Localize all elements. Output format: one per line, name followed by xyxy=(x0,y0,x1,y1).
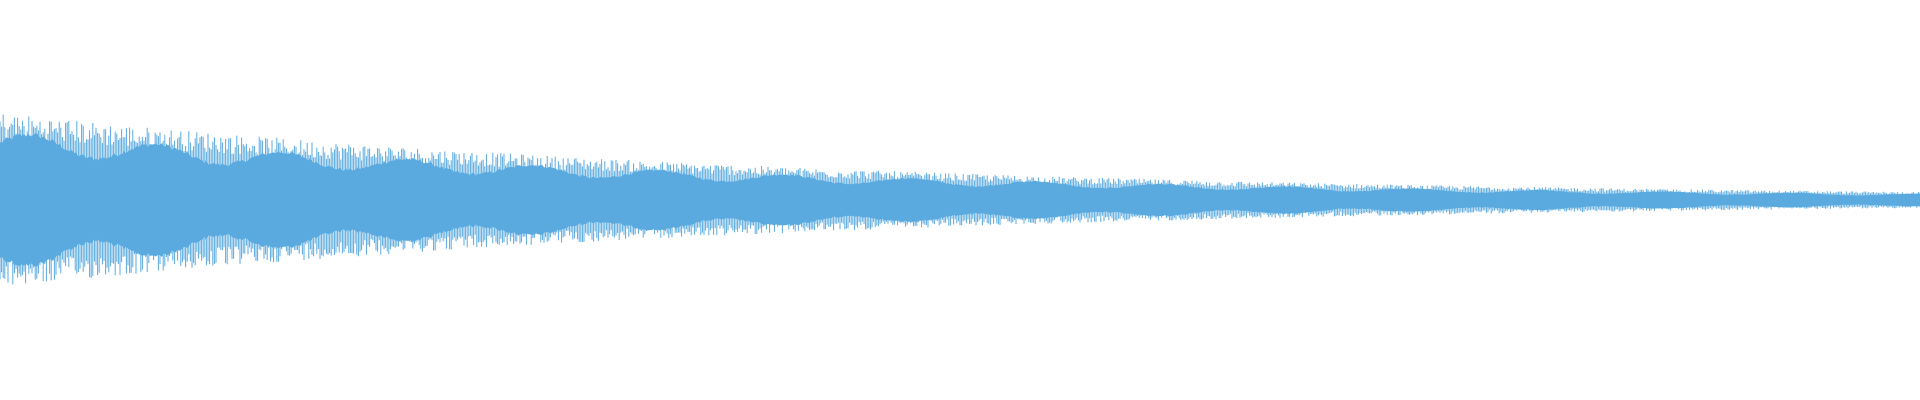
waveform-peaks xyxy=(0,114,1920,285)
waveform-peak-lines xyxy=(0,114,1920,285)
